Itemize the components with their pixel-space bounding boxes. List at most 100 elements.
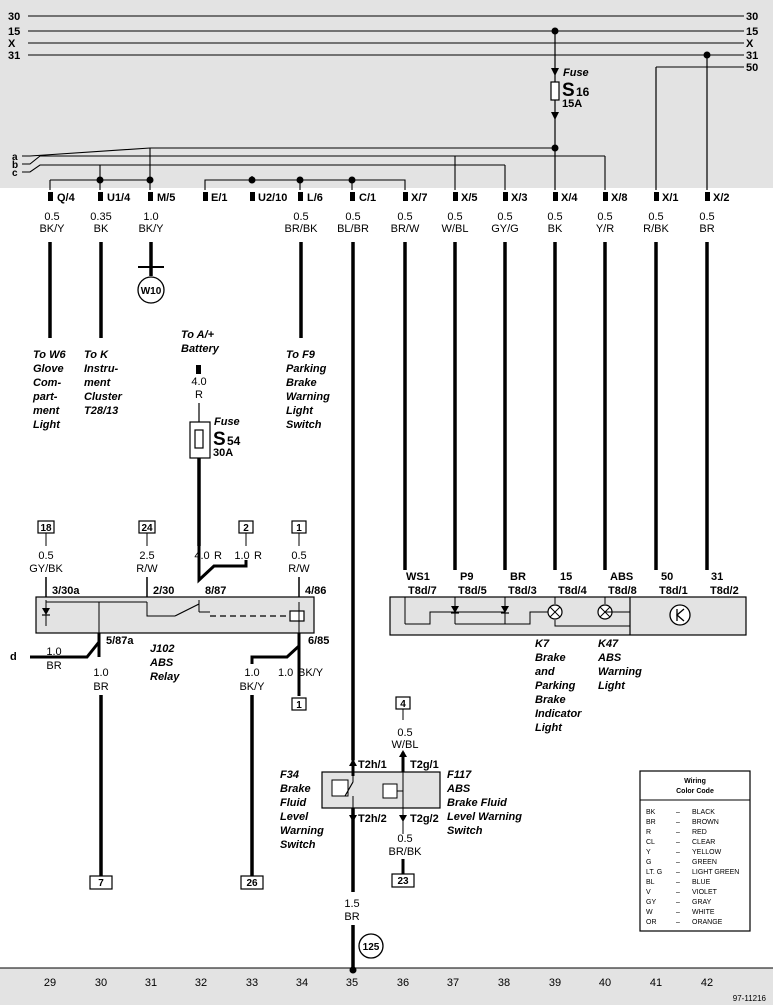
svg-text:Wiring: Wiring [684,778,706,785]
relay-ref-1: 1 [296,523,302,534]
svg-text:BLACK: BLACK [692,809,715,816]
relay-ref-18: 18 [40,523,52,534]
svg-text:BR: BR [510,571,526,583]
main-wires [48,242,709,760]
svg-text:BR: BR [93,681,108,693]
cluster-module: WS1 P9 BR 15 ABS 50 31 T8d/7 T8d/5 T8d/3… [389,571,747,636]
svg-text:–: – [676,909,680,916]
svg-text:50: 50 [661,571,673,583]
svg-text:CLEAR: CLEAR [692,839,715,846]
connector-size-x5: 0.5 [447,211,462,223]
fuse-s54-id: S [213,429,226,450]
connector-pin-x5: X/5 [461,192,478,204]
connector-color-x7: BR/W [391,223,420,235]
connector-pin-x4: X/4 [561,192,578,204]
top-connectors: Q/4 0.5 BK/Y U1/4 0.35 BK M/5 1.0 BK/Y E… [39,192,730,235]
fuse-s54: To A/+ Battery 4.0 R Fuse S 54 30A [181,329,241,546]
connector-pin-q4: Q/4 [57,192,76,204]
svg-text:R/W: R/W [288,563,310,575]
svg-text:P9: P9 [460,571,473,583]
connector-size-x1: 0.5 [648,211,663,223]
connector-color-m5: BK/Y [138,223,164,235]
connector-pin-m5: M/5 [157,192,175,204]
svg-text:T8d/2: T8d/2 [710,585,739,597]
connector-size-u14: 0.35 [90,211,111,223]
svg-text:T8d/7: T8d/7 [408,585,437,597]
svg-text:36: 36 [397,977,409,989]
connector-color-x2: BR [699,223,714,235]
svg-text:30: 30 [95,977,107,989]
fuse-s54-source-1: To A/+ [181,329,215,341]
svg-text:BROWN: BROWN [692,819,719,826]
svg-text:K47: K47 [598,638,619,650]
svg-text:0.5: 0.5 [397,727,412,739]
relay-ref-2: 2 [243,523,249,534]
color-code-legend: Wiring Color Code BK–BLACK BR–BROWN R–RE… [639,770,751,932]
connector-size-x2: 0.5 [699,211,714,223]
bus-label-30-right: 30 [746,11,758,23]
svg-text:–: – [676,879,680,886]
svg-text:part-: part- [32,391,58,403]
svg-text:BR: BR [646,819,656,826]
fuse-s16-id: S [562,80,575,101]
svg-text:Brake Fluid: Brake Fluid [447,797,507,809]
svg-text:To W6: To W6 [33,349,66,361]
svg-text:4: 4 [400,699,406,710]
svg-text:Brake: Brake [286,377,317,389]
svg-text:V: V [646,889,651,896]
connector-color-x3: GY/G [491,223,519,235]
j102-abs-relay: 18 24 2 1 0.5 GY/BK 2.5 R/W 4.0 R 1.0 R … [10,520,329,876]
svg-text:d: d [10,651,17,663]
svg-text:3/30a: 3/30a [52,585,80,597]
svg-text:–: – [676,889,680,896]
doc-id: 97-11216 [733,994,767,1003]
svg-text:Warning: Warning [286,391,330,403]
fuse-s54-source-2: Battery [181,343,220,355]
ground-125: 1.5 BR 125 [344,898,384,974]
svg-text:CL: CL [646,839,655,846]
svg-text:39: 39 [549,977,561,989]
svg-text:T8d/4: T8d/4 [558,585,588,597]
svg-text:WS1: WS1 [406,571,430,583]
svg-text:35: 35 [346,977,358,989]
svg-text:Y: Y [646,849,651,856]
svg-text:23: 23 [397,876,409,887]
fuse-s54-rating: 30A [213,447,233,459]
fuse-s16-sub: 16 [576,85,590,99]
svg-text:–: – [676,819,680,826]
grid-numbers: 29 30 31 32 33 34 35 36 37 38 39 40 41 4… [44,977,767,1003]
connector-color-x1: R/BK [643,223,669,235]
svg-text:Brake: Brake [280,783,311,795]
svg-text:T8d/3: T8d/3 [508,585,537,597]
rail-label-c: c [12,168,18,179]
svg-text:OR: OR [646,919,657,926]
svg-text:1.0: 1.0 [278,667,293,679]
svg-text:ment: ment [33,405,61,417]
svg-text:5/87a: 5/87a [106,635,134,647]
svg-text:GY: GY [646,899,656,906]
svg-text:15: 15 [560,571,572,583]
svg-text:RED: RED [692,829,707,836]
svg-text:–: – [676,849,680,856]
svg-text:Level Warning: Level Warning [447,811,522,823]
svg-text:–: – [676,899,680,906]
svg-text:29: 29 [44,977,56,989]
svg-text:LT. G: LT. G [646,869,662,876]
svg-text:Light: Light [286,405,314,417]
svg-text:F34: F34 [280,769,299,781]
svg-text:7: 7 [98,878,104,889]
svg-text:T8d/8: T8d/8 [608,585,637,597]
svg-text:ABS: ABS [597,652,622,664]
connector-color-q4: BK/Y [39,223,65,235]
svg-text:Brake: Brake [535,652,566,664]
connector-pin-e1: E/1 [211,192,228,204]
bus-label-x-left: X [8,38,16,50]
svg-text:BL: BL [646,879,655,886]
relay-name-2: ABS [149,657,174,669]
svg-text:0.5: 0.5 [397,833,412,845]
ground-w10: W10 [137,266,165,304]
connector-pin-x2: X/2 [713,192,730,204]
top-fuse-panel [0,0,773,188]
svg-text:31: 31 [145,977,157,989]
svg-text:R: R [214,550,222,562]
